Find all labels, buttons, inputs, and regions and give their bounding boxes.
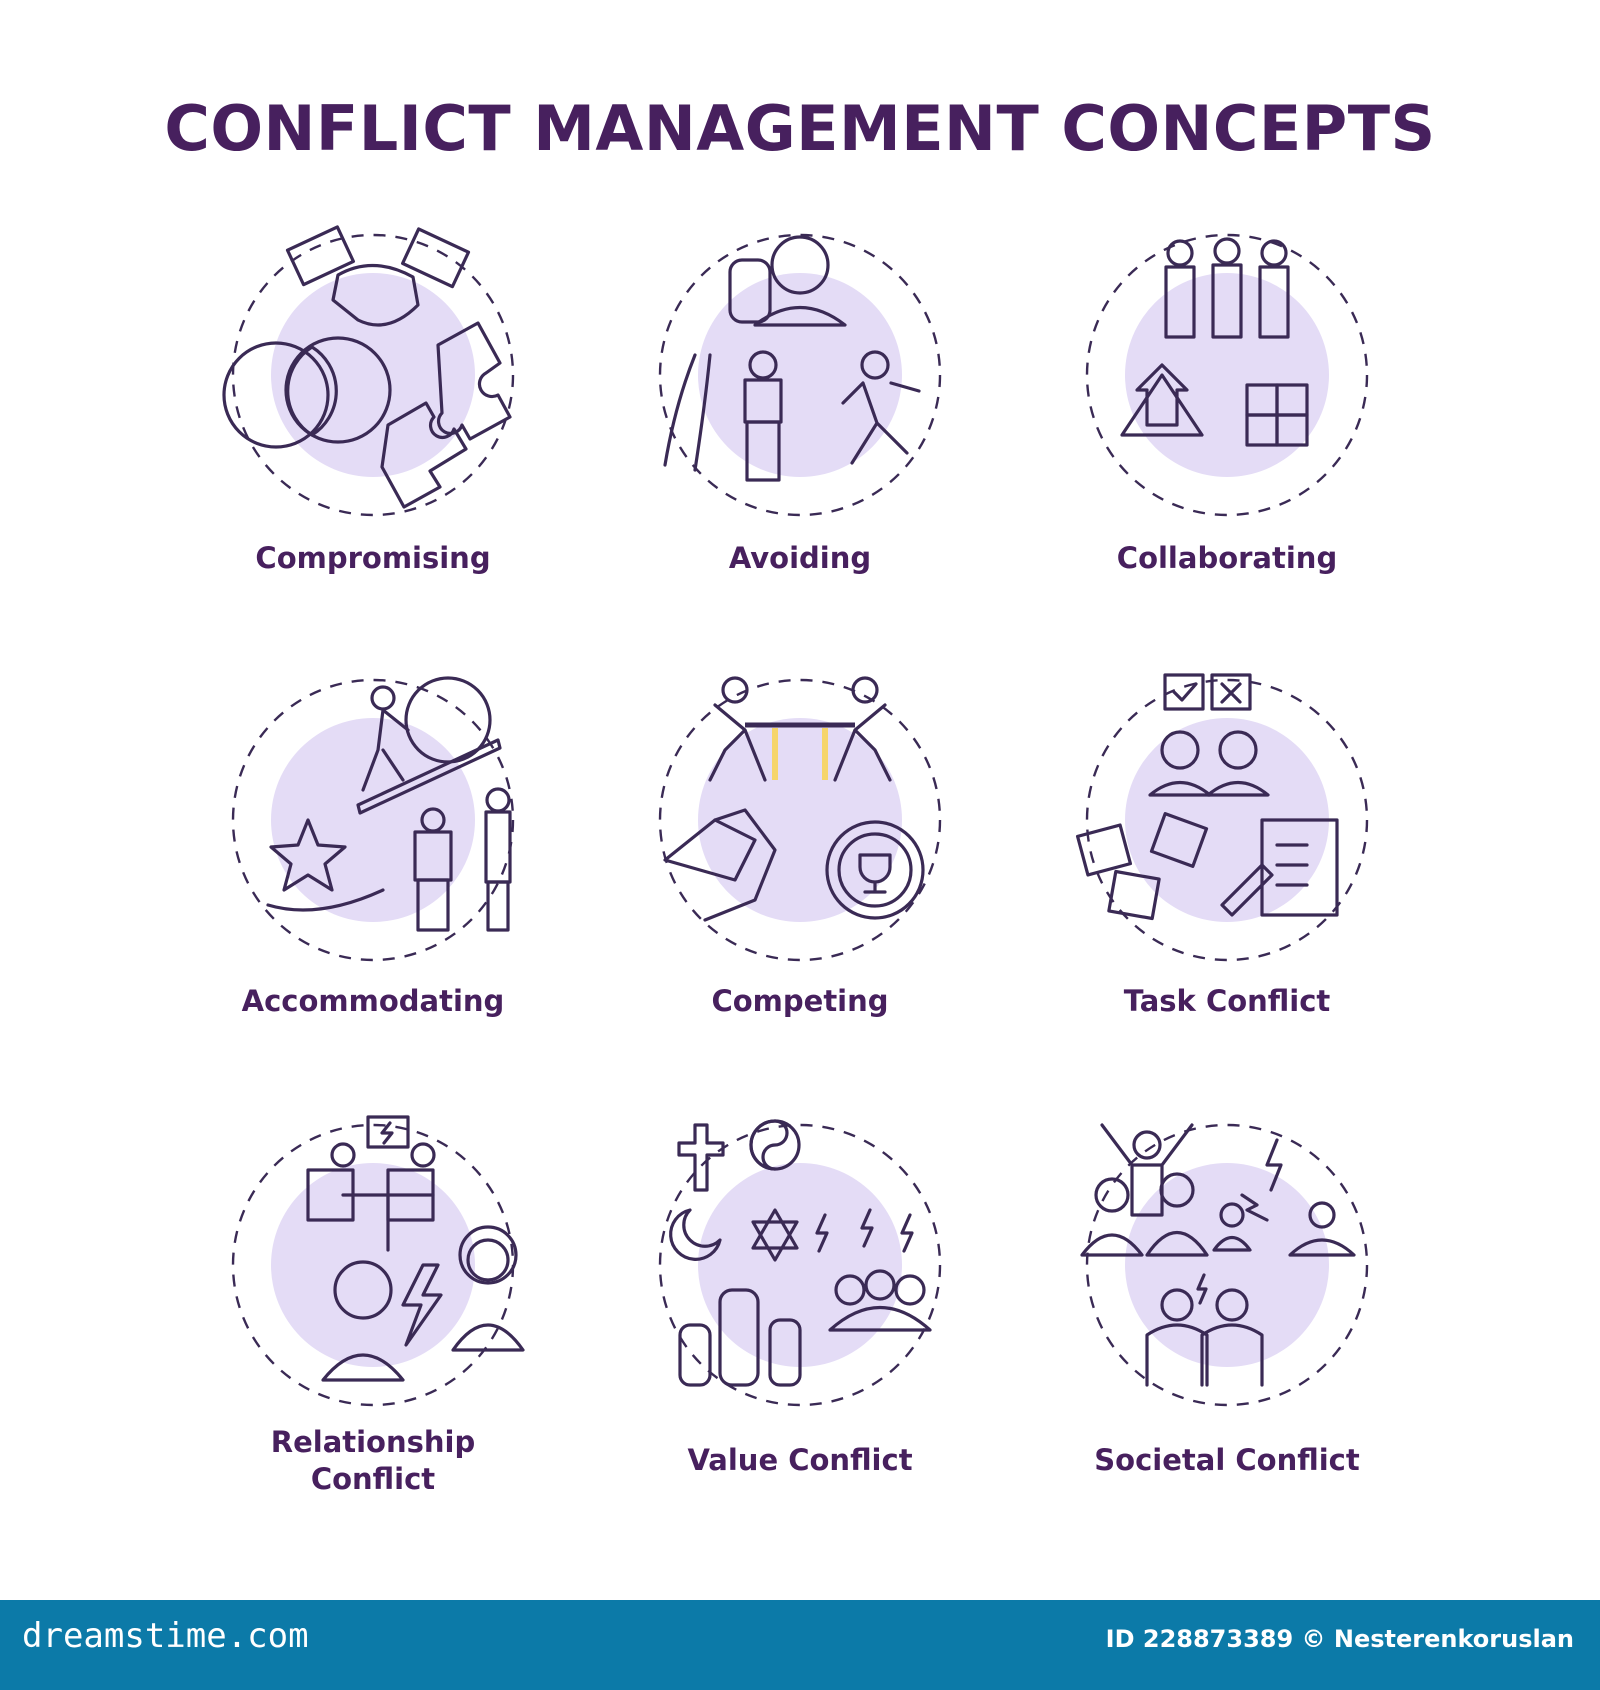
- concept-label: Avoiding: [728, 541, 872, 575]
- arguing-people-table-icon: [306, 1142, 436, 1252]
- page-title: CONFLICT MANAGEMENT CONCEPTS: [164, 92, 1436, 165]
- two-people-icon: [1148, 730, 1270, 797]
- tug-of-war-icon: [708, 676, 892, 782]
- accommodating-illustration: [158, 670, 588, 970]
- raised-hands-icon: [678, 1288, 802, 1387]
- star-hand-icon: [266, 818, 385, 912]
- checklist-scroll-icon: [1220, 818, 1339, 917]
- people-group-icon: [1212, 1201, 1356, 1257]
- footer-bar: dreamstime.com ID 228873389 © Nesterenko…: [0, 1600, 1600, 1690]
- image-credit: ID 228873389 © Nesterenkoruslan: [1105, 1625, 1574, 1653]
- concept-label: Task Conflict: [1123, 984, 1331, 1018]
- check-cross-bubbles-icon: [1163, 673, 1252, 711]
- team-people-icon: [1164, 237, 1290, 339]
- societal-conflict-illustration: [1012, 1115, 1442, 1415]
- concept-label: Collaborating: [1116, 541, 1338, 575]
- lightning-icons: [815, 1208, 914, 1253]
- brand-logo[interactable]: dreamstime.com: [22, 1616, 309, 1656]
- competing-illustration: [585, 670, 1015, 970]
- trophy-target-icon: [825, 820, 925, 920]
- handshake-icon: [285, 225, 471, 327]
- concept-label: Competing: [711, 984, 889, 1018]
- lightning-bubble-icon: [366, 1115, 410, 1149]
- value-conflict-illustration: [585, 1115, 1015, 1415]
- task-conflict-illustration: [1012, 670, 1442, 970]
- relationship-conflict-illustration: [158, 1115, 588, 1415]
- puzzle-hands-icon: [1245, 383, 1309, 447]
- crescent-icon: [669, 1208, 722, 1261]
- compromising-illustration: [158, 225, 588, 525]
- concept-label: Relationship Conflict: [270, 1425, 476, 1496]
- venn-diagram-icon: [222, 336, 392, 449]
- puzzle-pieces-icon: [1075, 812, 1209, 921]
- lightning-icons: [1240, 1138, 1283, 1222]
- arrow-up-icon: [1120, 363, 1204, 437]
- avoiding-illustration: [585, 225, 1015, 525]
- concept-label: Value Conflict: [687, 1443, 913, 1477]
- concept-label: Societal Conflict: [1094, 1443, 1360, 1477]
- running-person-icon: [841, 350, 921, 465]
- angry-person-icon: [743, 350, 783, 482]
- praying-hands-icon: [663, 353, 712, 472]
- puzzle-pieces-icon: [380, 321, 512, 509]
- concept-label: Compromising: [255, 541, 491, 575]
- crowd-icon: [1080, 1172, 1209, 1257]
- yin-yang-icon: [749, 1119, 801, 1171]
- star-of-david-icon: [751, 1208, 799, 1262]
- man-glasses-icon: [321, 1260, 405, 1382]
- collaborating-illustration: [1012, 225, 1442, 525]
- cross-icon: [677, 1123, 725, 1192]
- lightning-icon: [401, 1263, 443, 1347]
- standing-people-icon: [413, 787, 512, 932]
- two-people-conflict-icon: [1145, 1273, 1264, 1387]
- woman-icon: [451, 1225, 525, 1352]
- group-people-icon: [828, 1269, 932, 1332]
- stop-hand-person-icon: [728, 235, 847, 327]
- arm-wrestling-icon: [663, 808, 777, 922]
- boulder-push-icon: [356, 676, 502, 815]
- concept-label: Accommodating: [241, 984, 505, 1018]
